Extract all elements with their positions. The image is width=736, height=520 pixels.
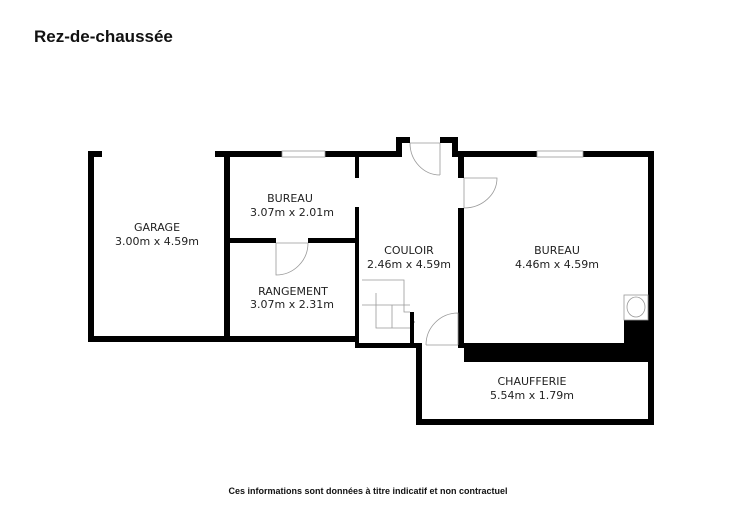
walls	[88, 137, 654, 425]
room-size: 5.54m x 1.79m	[490, 389, 574, 402]
room-name: COULOIR	[384, 244, 434, 257]
boiler-icon	[626, 296, 646, 318]
floor-title: Rez-de-chaussée	[34, 27, 173, 46]
bureau-door	[463, 177, 498, 209]
rangement-door	[275, 242, 309, 276]
room-name: BUREAU	[534, 244, 580, 257]
room-name: CHAUFFERIE	[498, 375, 567, 388]
room-size: 3.00m x 4.59m	[115, 235, 199, 248]
windows-and-doors	[275, 142, 649, 346]
room-name: RANGEMENT	[258, 285, 328, 298]
room-size: 3.07m x 2.01m	[250, 206, 334, 219]
room-labels: GARAGE 3.00m x 4.59m BUREAU 3.07m x 2.01…	[115, 192, 599, 402]
disclaimer: Ces informations sont données à titre in…	[228, 486, 508, 496]
entrance-door	[409, 142, 441, 176]
room-name: GARAGE	[134, 221, 180, 234]
room-size: 3.07m x 2.31m	[250, 298, 334, 311]
room-name: BUREAU	[267, 192, 313, 205]
chaufferie-door	[425, 312, 459, 346]
staircase	[362, 279, 410, 329]
room-size: 4.46m x 4.59m	[515, 258, 599, 271]
room-size: 2.46m x 4.59m	[367, 258, 451, 271]
